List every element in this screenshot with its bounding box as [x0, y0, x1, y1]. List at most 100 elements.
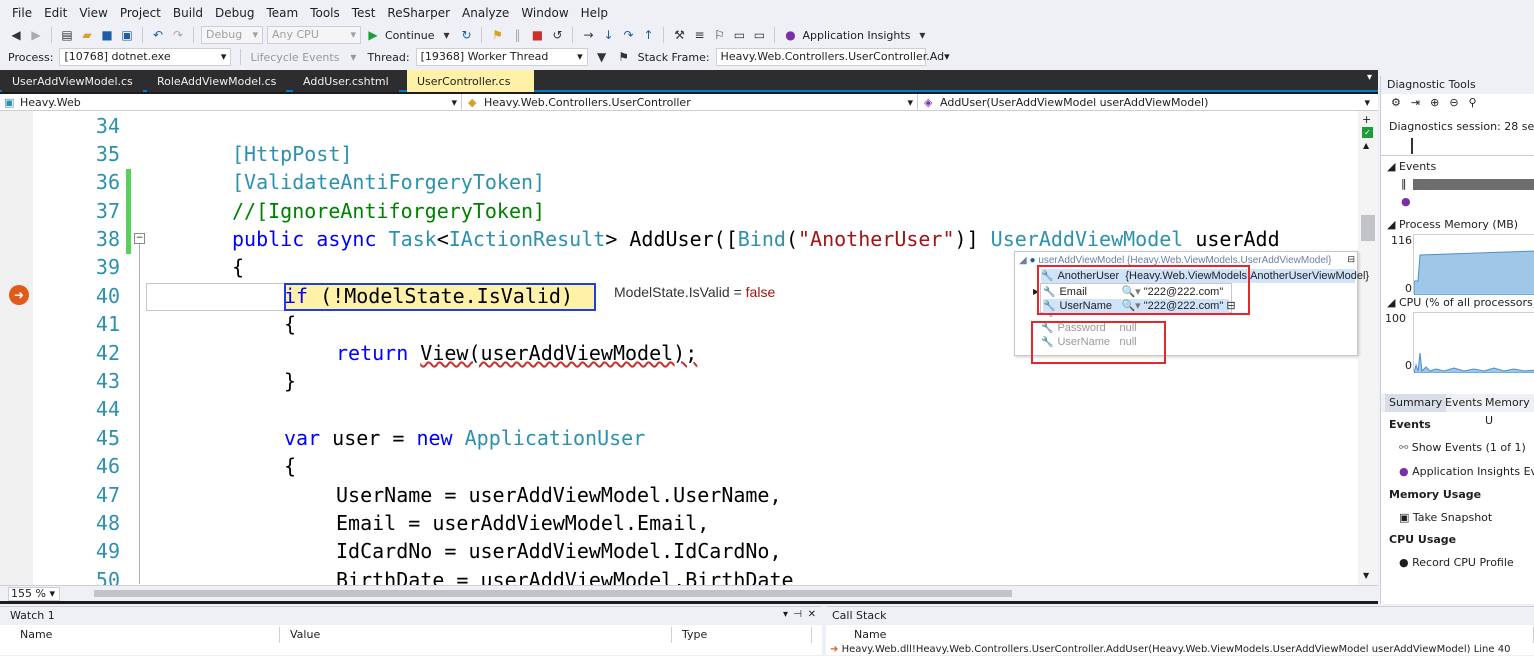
configuration-select[interactable]: Debug▾ [201, 26, 263, 44]
pause-icon[interactable]: ‖ [1401, 177, 1407, 190]
tab-events[interactable]: Events [1445, 396, 1483, 409]
settings-icon[interactable]: ⚙ [1391, 96, 1401, 109]
menu-edit[interactable]: Edit [44, 6, 68, 20]
app-insights-events-link[interactable]: ● Application Insights Events [1399, 465, 1534, 478]
tab-adduser-cshtml[interactable]: AddUser.cshtml [293, 70, 399, 92]
app-insights-dropdown-icon[interactable]: ▾ [919, 28, 926, 42]
menu-view[interactable]: View [79, 6, 108, 20]
memory-chart[interactable] [1413, 234, 1534, 296]
zoom-in-icon[interactable]: ⊕ [1430, 96, 1440, 109]
hscroll-thumb[interactable] [94, 590, 1012, 597]
inline-value-tip[interactable]: ModelState.IsValid = false [614, 284, 776, 300]
expand-icon[interactable]: ◢ [1019, 255, 1027, 266]
continue-button[interactable]: Continue [385, 28, 435, 42]
filter-icon[interactable]: ▼ [596, 50, 607, 64]
zoom-out-icon[interactable]: ⊖ [1449, 96, 1459, 109]
vertical-scrollbar[interactable]: + ✓ ▲ ▼ [1358, 111, 1378, 585]
step-over-icon[interactable]: ↷ [623, 28, 634, 42]
process-select[interactable]: [10768] dotnet.exe▾ [59, 48, 232, 66]
save-all-icon[interactable]: ▣ [121, 28, 133, 42]
tab-roleaddviewmodel[interactable]: RoleAddViewModel.cs [147, 70, 287, 92]
show-events-link[interactable]: ⚯ Show Events (1 of 1) [1399, 441, 1526, 454]
timeline-ruler[interactable] [1381, 136, 1534, 156]
stack-frame-select[interactable]: Heavy.Web.Controllers.UserController.Ad▾ [715, 48, 950, 66]
breakpoint-gutter[interactable] [0, 111, 33, 585]
back-icon[interactable]: ◀ [11, 28, 21, 42]
menu-team[interactable]: Team [266, 6, 299, 20]
show-next-statement-icon[interactable]: → [583, 28, 594, 42]
thread-select[interactable]: [19368] Worker Thread▾ [415, 48, 588, 66]
expand-icon[interactable]: ▶ [1033, 287, 1040, 296]
refresh-icon[interactable]: ↻ [461, 28, 472, 42]
export-icon[interactable]: ⇥ [1410, 96, 1421, 109]
datatip-pin-icon[interactable]: ⊟ [1347, 254, 1355, 264]
dropdown-icon[interactable]: ▾ [443, 28, 450, 42]
datatip-anotheruser-row[interactable]: 🔧AnotherUser {Heavy.Web.ViewModels.Anoth… [1041, 269, 1370, 283]
collapse-icon[interactable]: − [134, 233, 145, 244]
menu-test[interactable]: Test [351, 6, 376, 20]
flag-icon[interactable]: ⚑ [618, 50, 629, 64]
panel-dropdown-icon[interactable]: ▾ [782, 609, 788, 620]
lifecycle-events-button[interactable]: Lifecycle Events [250, 50, 340, 64]
menu-tools[interactable]: Tools [310, 6, 340, 20]
tab-overflow-icon[interactable]: ▾ [1366, 72, 1372, 83]
redo-icon[interactable]: ↷ [172, 28, 184, 42]
open-icon[interactable]: ▰ [82, 28, 92, 42]
tab-useraddviewmodel[interactable]: UserAddViewModel.cs [2, 70, 143, 92]
menu-window[interactable]: Window [521, 6, 569, 20]
datatip-username-row[interactable]: 🔧UserName🔍▾ "222@222.com" ⊟ [1043, 299, 1236, 313]
take-snapshot-button[interactable]: ▣ Take Snapshot [1399, 511, 1493, 524]
zoom-select[interactable]: 155 % ▾ [8, 587, 60, 601]
search-icon[interactable]: 🔍▾ [1121, 286, 1141, 298]
step-out-icon[interactable]: ↑ [643, 28, 654, 42]
scroll-up-icon[interactable]: ▲ [1363, 141, 1370, 150]
tab-usercontroller[interactable]: UserController.cs ⊣ ✕ [407, 70, 534, 112]
undo-icon[interactable]: ↶ [152, 28, 164, 42]
horizontal-scrollbar[interactable]: 155 % ▾ [0, 585, 1378, 601]
column-header-value[interactable]: Value [280, 627, 672, 643]
column-header-type[interactable]: Type [672, 627, 812, 643]
platform-select[interactable]: Any CPU▾ [267, 26, 361, 44]
instruction-pointer-icon[interactable]: ➜ [9, 285, 29, 305]
save-icon[interactable]: ■ [101, 28, 113, 42]
step-into-icon[interactable]: ↓ [603, 28, 614, 42]
close-icon[interactable]: ✕ [807, 609, 816, 620]
class-nav-combo[interactable]: ◆ Heavy.Web.Controllers.UserController ▾ [464, 94, 918, 111]
datatip-root-row[interactable]: ◢ ● userAddViewModel {Heavy.Web.ViewMode… [1019, 255, 1332, 266]
search-icon[interactable]: 🔍▾ [1121, 300, 1141, 312]
column-header-name[interactable]: Name [10, 627, 280, 643]
comment-icon[interactable]: ▭ [733, 28, 746, 42]
call-stack-row[interactable]: ➜ Heavy.Web.dll!Heavy.Web.Controllers.Us… [830, 644, 1511, 655]
member-nav-combo[interactable]: ◈ AddUser(UserAddViewModel userAddViewMo… [924, 96, 1370, 109]
new-project-icon[interactable]: ▤ [61, 28, 73, 42]
menu-debug[interactable]: Debug [215, 6, 255, 20]
restart-icon[interactable]: ↺ [552, 28, 563, 42]
app-insights-icon[interactable]: ● [785, 28, 796, 42]
column-header-name[interactable]: Name [844, 627, 1534, 643]
reset-zoom-icon[interactable]: ⚲ [1468, 96, 1477, 109]
menu-build[interactable]: Build [172, 6, 204, 20]
menu-analyze[interactable]: Analyze [462, 6, 510, 20]
thread-icon[interactable]: ≡ [694, 28, 705, 42]
split-icon[interactable]: + [1362, 113, 1372, 126]
hex-icon[interactable]: ⚒ [674, 28, 685, 42]
project-nav-combo[interactable]: ▣ Heavy.Web ▾ [0, 94, 462, 111]
tab-summary[interactable]: Summary [1385, 394, 1447, 412]
scroll-down-icon[interactable]: ▼ [1363, 571, 1370, 580]
app-insights-button[interactable]: Application Insights [802, 28, 911, 42]
menu-project[interactable]: Project [119, 6, 161, 20]
cpu-chart[interactable] [1413, 312, 1534, 374]
datatip-email-row[interactable]: 🔧Email🔍▾ "222@222.com" [1043, 286, 1224, 298]
pin-icon[interactable]: ⊣ [793, 609, 802, 620]
lifecycle-dropdown-icon[interactable]: ▾ [350, 50, 357, 64]
datatip-subpopup[interactable]: 🔧Email🔍▾ "222@222.com" 🔧UserName🔍▾ "222@… [1040, 283, 1236, 313]
pause-icon[interactable]: ‖ [514, 28, 521, 42]
pin-icon[interactable]: ⊟ [1226, 300, 1236, 312]
record-cpu-button[interactable]: ● Record CPU Profile [1399, 556, 1514, 569]
attach-icon[interactable]: ⚑ [492, 28, 503, 42]
tab-memory[interactable]: Memory U [1485, 396, 1530, 427]
uncomment-icon[interactable]: ▭ [753, 28, 766, 42]
continue-icon[interactable]: ▶ [368, 28, 378, 42]
forward-icon[interactable]: ▶ [31, 28, 41, 42]
